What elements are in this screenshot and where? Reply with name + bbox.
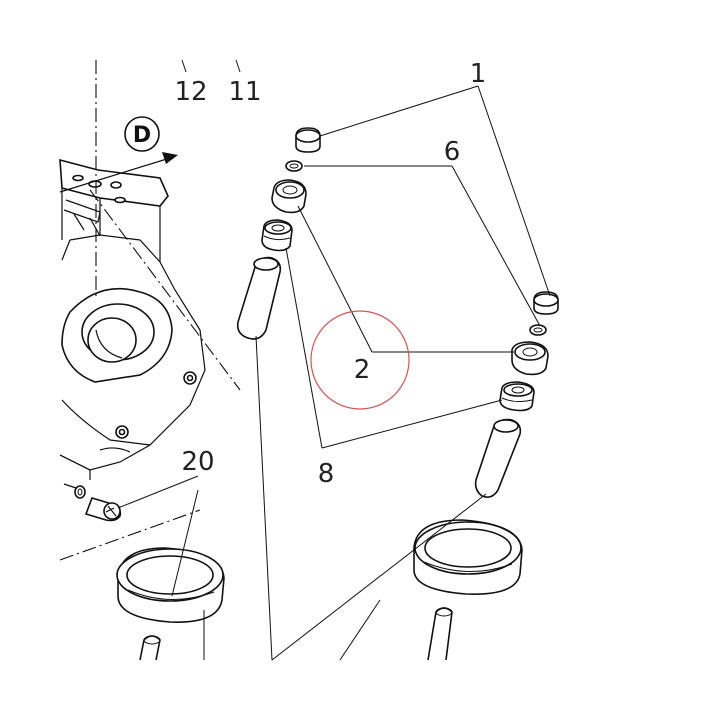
valve-seat-right bbox=[413, 519, 523, 661]
callout-12: 12 bbox=[174, 77, 207, 107]
callout-20: 20 bbox=[181, 447, 214, 477]
callout-2: 2 bbox=[354, 355, 371, 385]
callout-6: 6 bbox=[444, 137, 461, 167]
leader-lines bbox=[117, 59, 551, 661]
bolt-part-20 bbox=[63, 483, 122, 522]
valve-group-lower bbox=[474, 291, 559, 498]
view-d-label: D bbox=[133, 123, 151, 148]
cylinder-head bbox=[59, 158, 206, 480]
valve-group-upper bbox=[236, 127, 321, 340]
callout-8: 8 bbox=[318, 459, 335, 489]
valve-seat-left bbox=[116, 547, 225, 661]
center-lines bbox=[59, 60, 241, 561]
highlight-circle bbox=[310, 310, 410, 410]
view-direction-arrow: D bbox=[59, 116, 178, 193]
callout-1: 1 bbox=[470, 59, 487, 89]
callout-11: 11 bbox=[228, 77, 261, 107]
